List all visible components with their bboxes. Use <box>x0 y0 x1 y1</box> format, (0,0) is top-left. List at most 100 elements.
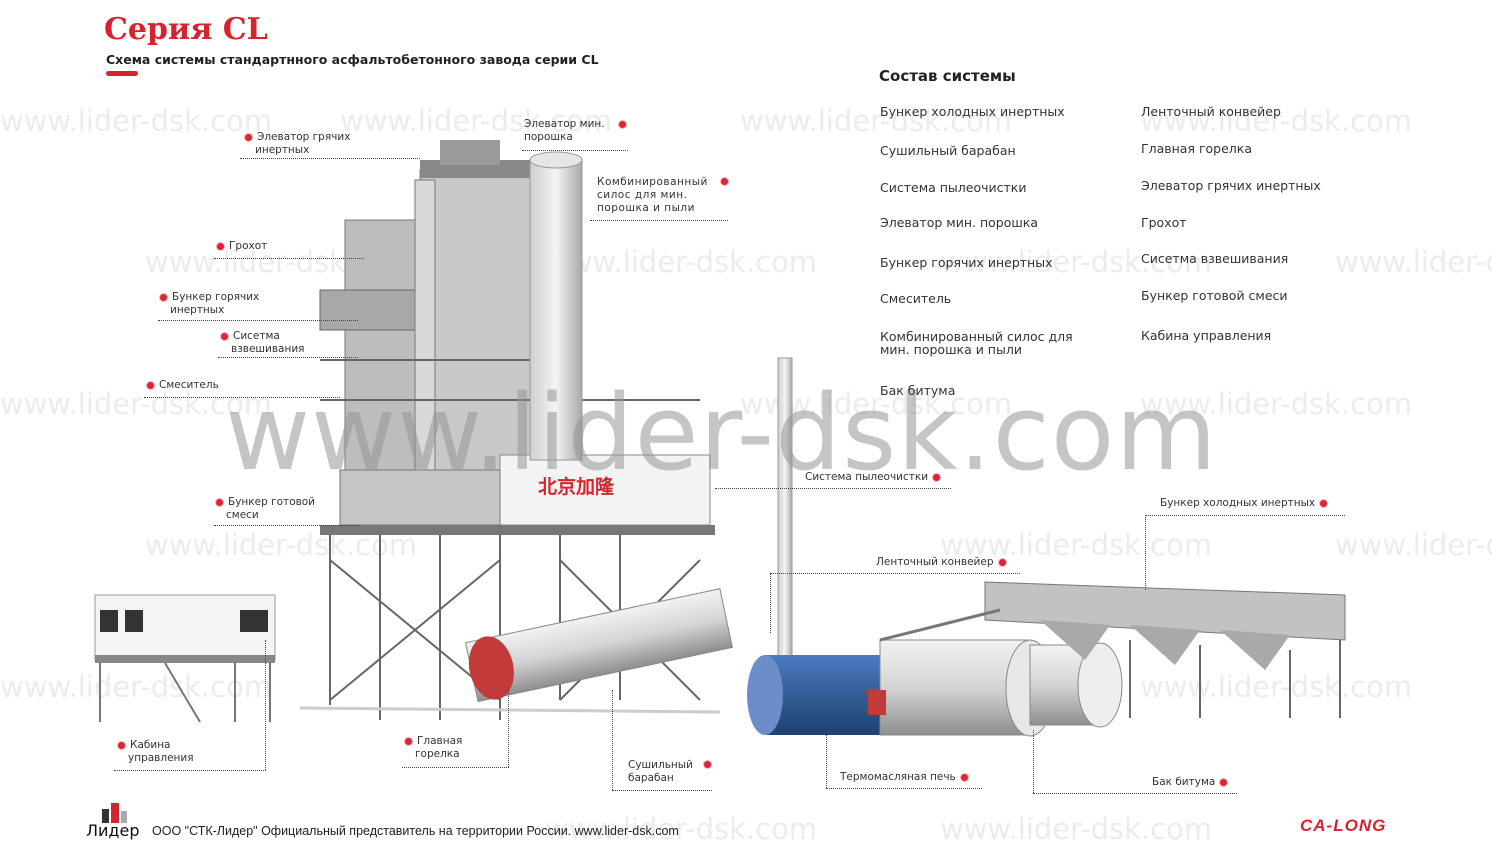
composition-item: Бункер холодных инертных <box>880 104 1065 119</box>
marker-dot-icon <box>117 740 126 750</box>
control-cabin <box>94 594 276 723</box>
leader-line <box>1145 515 1146 590</box>
leader-line <box>612 690 613 790</box>
composition-item: Система пылеочистки <box>880 180 1027 195</box>
leader-line <box>1033 730 1034 793</box>
lider-logo: Лидер <box>86 821 140 840</box>
drying-drum <box>464 588 733 703</box>
marker-dot-icon <box>215 497 224 507</box>
marker-dot-icon <box>159 292 168 302</box>
leader-line <box>826 788 982 789</box>
callout-screen: Грохот <box>212 240 267 253</box>
title-underline <box>106 71 138 76</box>
marker-dot-icon <box>244 132 253 142</box>
leader-line <box>214 258 364 259</box>
composition-item: Элеватор мин. порошка <box>880 215 1038 230</box>
leader-line <box>590 220 728 221</box>
composition-title: Состав системы <box>879 67 1016 85</box>
marker-dot-icon <box>703 760 712 769</box>
watermark-large: www.lider-dsk.com <box>225 372 1218 494</box>
cold-bins <box>879 581 1346 718</box>
watermark: www.lider-dsk.com <box>1140 670 1413 704</box>
leader-line <box>158 320 358 321</box>
leader-line <box>770 573 1020 574</box>
callout-mixer: Смеситель <box>142 379 219 392</box>
leader-line <box>1145 515 1345 516</box>
lider-logo-icon <box>102 803 127 823</box>
watermark: www.lider-dsk.com <box>740 104 1013 138</box>
watermark: www.lider-dsk.com <box>940 528 1213 562</box>
watermark: www.lider-dsk.com <box>0 387 273 421</box>
leader-line <box>265 640 266 770</box>
leader-line <box>770 573 771 633</box>
watermark: www.lider-dsk.com <box>545 245 818 279</box>
marker-dot-icon <box>216 241 225 251</box>
mixing-tower <box>319 140 715 720</box>
watermark: www.lider-dsk.com <box>0 670 273 704</box>
callout-silo: Комбинированный силос для мин. порошка и… <box>597 176 708 214</box>
callout-hot-bin: Бункер горячих инертных <box>155 291 300 317</box>
marker-dot-icon <box>997 557 1007 567</box>
leader-line <box>612 790 712 791</box>
callout-powder-elevator: Элеватор мин. порошка <box>524 118 605 143</box>
composition-item: Смеситель <box>880 291 952 306</box>
footer-text: ООО "СТК-Лидер" Официальный представител… <box>152 824 679 838</box>
leader-line <box>1033 793 1237 794</box>
oil-heater <box>765 655 885 735</box>
marker-dot-icon <box>146 380 155 390</box>
composition-item: Комбинированный силос для мин. порошка и… <box>880 329 1073 357</box>
callout-cabin: Кабина управления <box>113 739 238 765</box>
watermark: www.lider-dsk.com <box>940 812 1213 846</box>
leader-line <box>144 397 340 398</box>
leader-line <box>715 488 951 489</box>
page-subtitle: Схема системы стандартнного асфальтобето… <box>106 52 599 67</box>
callout-oil-heater: Термомасляная печь <box>840 771 973 784</box>
watermark: www.lider-dsk.com <box>940 245 1213 279</box>
callout-hot-elevator: Элеватор грячих инертных <box>240 131 385 157</box>
composition-item: Сисетма взвешивания <box>1141 251 1289 266</box>
leader-line <box>826 735 827 788</box>
composition-item: Бак битума <box>880 383 956 398</box>
leader-line <box>218 357 358 358</box>
leader-line <box>214 525 360 526</box>
leader-line <box>240 158 420 159</box>
callout-conveyor: Ленточный конвейер <box>876 556 1011 569</box>
callout-burner: Главная горелка <box>400 735 505 761</box>
calong-logo: CA-LONG <box>1300 816 1387 835</box>
marker-dot-icon <box>404 736 413 746</box>
marker-dot-icon <box>720 177 729 186</box>
marker-dot-icon <box>1219 777 1229 787</box>
silo <box>529 159 583 461</box>
callout-mix-bin: Бункер готовой смеси <box>211 496 336 522</box>
marker-dot-icon <box>932 472 942 482</box>
plant-brand-logo: 北京加隆 <box>538 476 615 498</box>
watermark: www.lider-dsk.com <box>1335 528 1492 562</box>
watermark: www.lider-dsk.com <box>1140 387 1413 421</box>
callout-dust: Система пылеочистки <box>805 471 945 484</box>
leader-line <box>402 767 509 768</box>
composition-item: Сушильный барабан <box>880 143 1016 158</box>
callout-bitumen: Бак битума <box>1152 776 1232 789</box>
marker-dot-icon <box>1319 498 1329 508</box>
composition-item: Кабина управления <box>1141 328 1272 343</box>
composition-item: Ленточный конвейер <box>1141 104 1281 119</box>
callout-weighing: Сисетма взвешивания <box>216 330 341 356</box>
marker-dot-icon <box>959 772 969 782</box>
watermark: www.lider-dsk.com <box>1140 104 1413 138</box>
watermark: www.lider-dsk.com <box>0 104 273 138</box>
callout-drum: Сушильный барабан <box>628 759 693 784</box>
leader-line <box>522 150 628 151</box>
composition-item: Грохот <box>1141 215 1187 230</box>
composition-item: Бункер готовой смеси <box>1141 288 1288 303</box>
page-title: Серия CL <box>104 12 268 47</box>
composition-item: Элеватор грячих инертных <box>1141 178 1321 193</box>
composition-item: Главная горелка <box>1141 141 1253 156</box>
bitumen-tank <box>879 639 1031 736</box>
watermark: www.lider-dsk.com <box>545 812 818 846</box>
callout-cold-bin: Бункер холодных инертных <box>1160 497 1332 510</box>
leader-line <box>114 770 266 771</box>
composition-item: Бункер горячих инертных <box>880 255 1053 270</box>
leader-line <box>508 690 509 767</box>
marker-dot-icon <box>220 331 229 341</box>
